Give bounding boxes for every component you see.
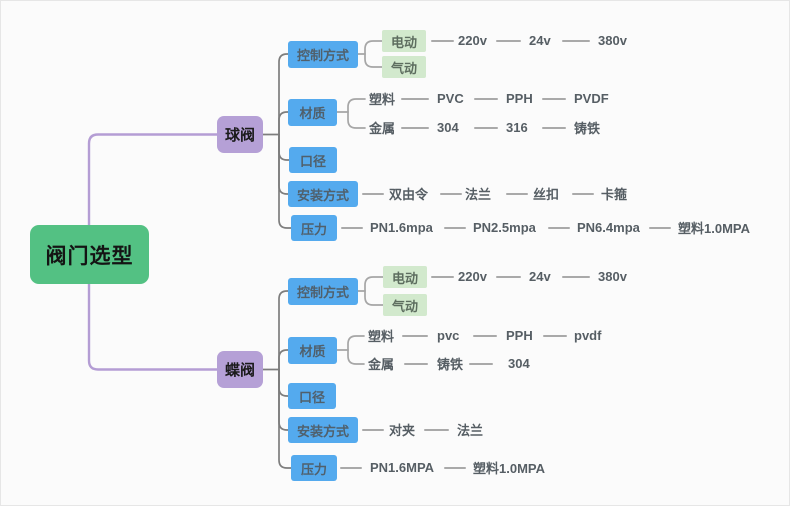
node-butterfly-valve[interactable]: 蝶阀 bbox=[217, 351, 263, 388]
ball-pressure-plastic10[interactable]: 塑料1.0MPA bbox=[678, 221, 750, 237]
ball-topic-install-method[interactable]: 安装方式 bbox=[288, 181, 358, 207]
ball-bracket bbox=[262, 53, 292, 229]
ball-metal-316[interactable]: 316 bbox=[506, 120, 528, 136]
butterfly-install-wafer[interactable]: 对夹 bbox=[389, 423, 416, 439]
ball-install-clamp[interactable]: 卡箍 bbox=[601, 187, 628, 203]
ball-voltage-24v[interactable]: 24v bbox=[529, 33, 551, 49]
butterfly-plastic-pvc[interactable]: pvc bbox=[437, 328, 460, 344]
node-ball-valve[interactable]: 球阀 bbox=[217, 116, 263, 153]
ball-material-plastic[interactable]: 塑料 bbox=[369, 92, 396, 108]
butterfly-pressure-plastic10[interactable]: 塑料1.0MPA bbox=[473, 461, 545, 477]
ball-install-flange[interactable]: 法兰 bbox=[465, 187, 492, 203]
butterfly-leaf-pneumatic[interactable]: 气动 bbox=[383, 294, 427, 316]
ball-plastic-pph[interactable]: PPH bbox=[506, 91, 533, 107]
butterfly-metal-cast-iron[interactable]: 铸铁 bbox=[437, 357, 464, 373]
ball-leaf-pneumatic[interactable]: 气动 bbox=[382, 56, 426, 78]
butterfly-topic-diameter[interactable]: 口径 bbox=[288, 383, 336, 409]
ball-metal-cast-iron[interactable]: 铸铁 bbox=[574, 121, 601, 137]
butterfly-material-plastic[interactable]: 塑料 bbox=[368, 329, 395, 345]
ball-install-double-union[interactable]: 双由令 bbox=[389, 187, 429, 203]
trunk-connector bbox=[87, 133, 219, 371]
ball-voltage-380v[interactable]: 380v bbox=[598, 33, 627, 49]
butterfly-metal-304[interactable]: 304 bbox=[508, 356, 530, 372]
butterfly-topic-material[interactable]: 材质 bbox=[288, 337, 337, 364]
ball-topic-control-method[interactable]: 控制方式 bbox=[288, 41, 358, 68]
node-root-valve-selection[interactable]: 阀门选型 bbox=[30, 225, 149, 284]
chain-dashes bbox=[340, 40, 671, 469]
ball-topic-material[interactable]: 材质 bbox=[288, 99, 337, 126]
ball-plastic-pvdf[interactable]: PVDF bbox=[574, 91, 609, 107]
butterfly-bracket bbox=[262, 290, 292, 469]
butterfly-voltage-380v[interactable]: 380v bbox=[598, 269, 627, 285]
ball-pressure-pn64[interactable]: PN6.4mpa bbox=[577, 220, 640, 236]
butterfly-plastic-pvdf[interactable]: pvdf bbox=[574, 328, 602, 344]
butterfly-plastic-pph[interactable]: PPH bbox=[506, 328, 533, 344]
butterfly-topic-control-method[interactable]: 控制方式 bbox=[288, 278, 358, 305]
ball-plastic-pvc[interactable]: PVC bbox=[437, 91, 464, 107]
ball-topic-pressure[interactable]: 压力 bbox=[291, 215, 337, 241]
ball-leaf-electric[interactable]: 电动 bbox=[382, 30, 426, 52]
ball-topic-diameter[interactable]: 口径 bbox=[289, 147, 337, 173]
ball-voltage-220v[interactable]: 220v bbox=[458, 33, 487, 49]
butterfly-topic-pressure[interactable]: 压力 bbox=[291, 455, 337, 481]
ball-pressure-pn16[interactable]: PN1.6mpa bbox=[370, 220, 433, 236]
butterfly-material-metal[interactable]: 金属 bbox=[368, 357, 395, 373]
butterfly-pressure-pn16[interactable]: PN1.6MPA bbox=[370, 460, 435, 476]
ball-metal-304[interactable]: 304 bbox=[437, 120, 459, 136]
ball-install-threaded[interactable]: 丝扣 bbox=[533, 187, 560, 203]
butterfly-install-flange[interactable]: 法兰 bbox=[457, 423, 484, 439]
butterfly-topic-install-method[interactable]: 安装方式 bbox=[288, 417, 358, 443]
butterfly-voltage-24v[interactable]: 24v bbox=[529, 269, 551, 285]
sub-brackets bbox=[336, 40, 384, 365]
butterfly-voltage-220v[interactable]: 220v bbox=[458, 269, 487, 285]
ball-material-metal[interactable]: 金属 bbox=[369, 121, 396, 137]
ball-pressure-pn25[interactable]: PN2.5mpa bbox=[473, 220, 536, 236]
butterfly-leaf-electric[interactable]: 电动 bbox=[383, 266, 427, 288]
